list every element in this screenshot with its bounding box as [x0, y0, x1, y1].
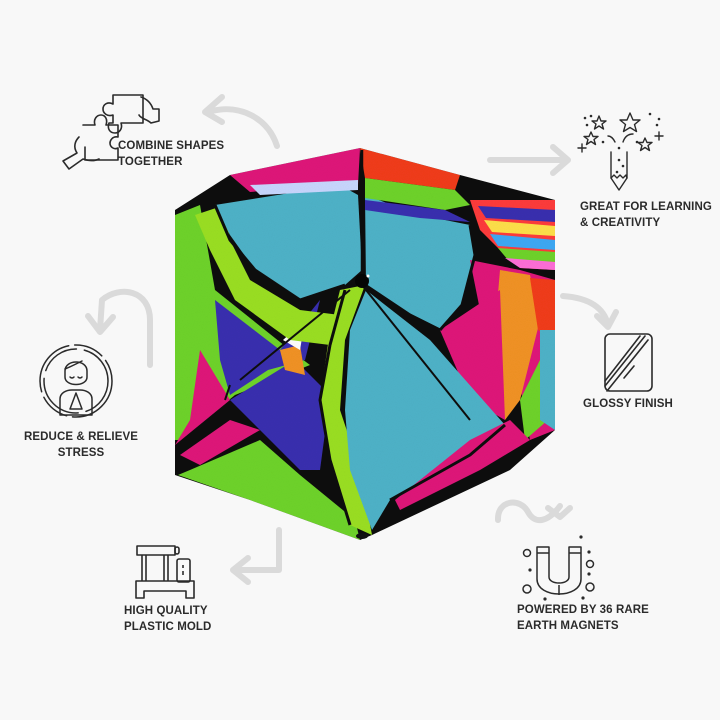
feature-label-line: EARTH MAGNETS — [517, 620, 619, 632]
feature-label-line: & CREATIVITY — [580, 217, 661, 229]
cube-center-hinge — [355, 274, 369, 288]
feature-label-line: COMBINE SHAPES — [118, 140, 225, 152]
feature-label-line: TOGETHER — [118, 156, 183, 168]
feature-label-line: STRESS — [57, 447, 105, 459]
horseshoe-magnet-icon — [522, 535, 595, 601]
feature-label-line: REDUCE & RELIEVE — [23, 431, 139, 443]
puzzle-hands-icon — [62, 94, 160, 170]
feature-label-stress: REDUCE & RELIEVE STRESS — [14, 429, 148, 461]
pencil-stars-icon — [577, 112, 664, 191]
feature-label-combine: COMBINE SHAPES TOGETHER — [118, 138, 224, 170]
feature-label-line: HIGH QUALITY — [124, 605, 208, 617]
feature-label-glossy: GLOSSY FINISH — [578, 396, 678, 412]
feature-label-learning: GREAT FOR LEARNING & CREATIVITY — [580, 199, 712, 231]
feature-label-magnets: POWERED BY 36 RARE EARTH MAGNETS — [517, 602, 649, 634]
glossy-panel-icon — [604, 333, 653, 392]
feature-label-line: POWERED BY 36 RARE — [517, 604, 649, 616]
molding-machine-icon — [135, 545, 195, 599]
feature-label-line: GREAT FOR LEARNING — [580, 201, 712, 213]
feature-label-mold: HIGH QUALITY PLASTIC MOLD — [124, 603, 211, 635]
meditating-person-icon — [39, 344, 113, 418]
feature-label-line: GLOSSY FINISH — [583, 398, 673, 410]
feature-label-line: PLASTIC MOLD — [124, 621, 212, 633]
